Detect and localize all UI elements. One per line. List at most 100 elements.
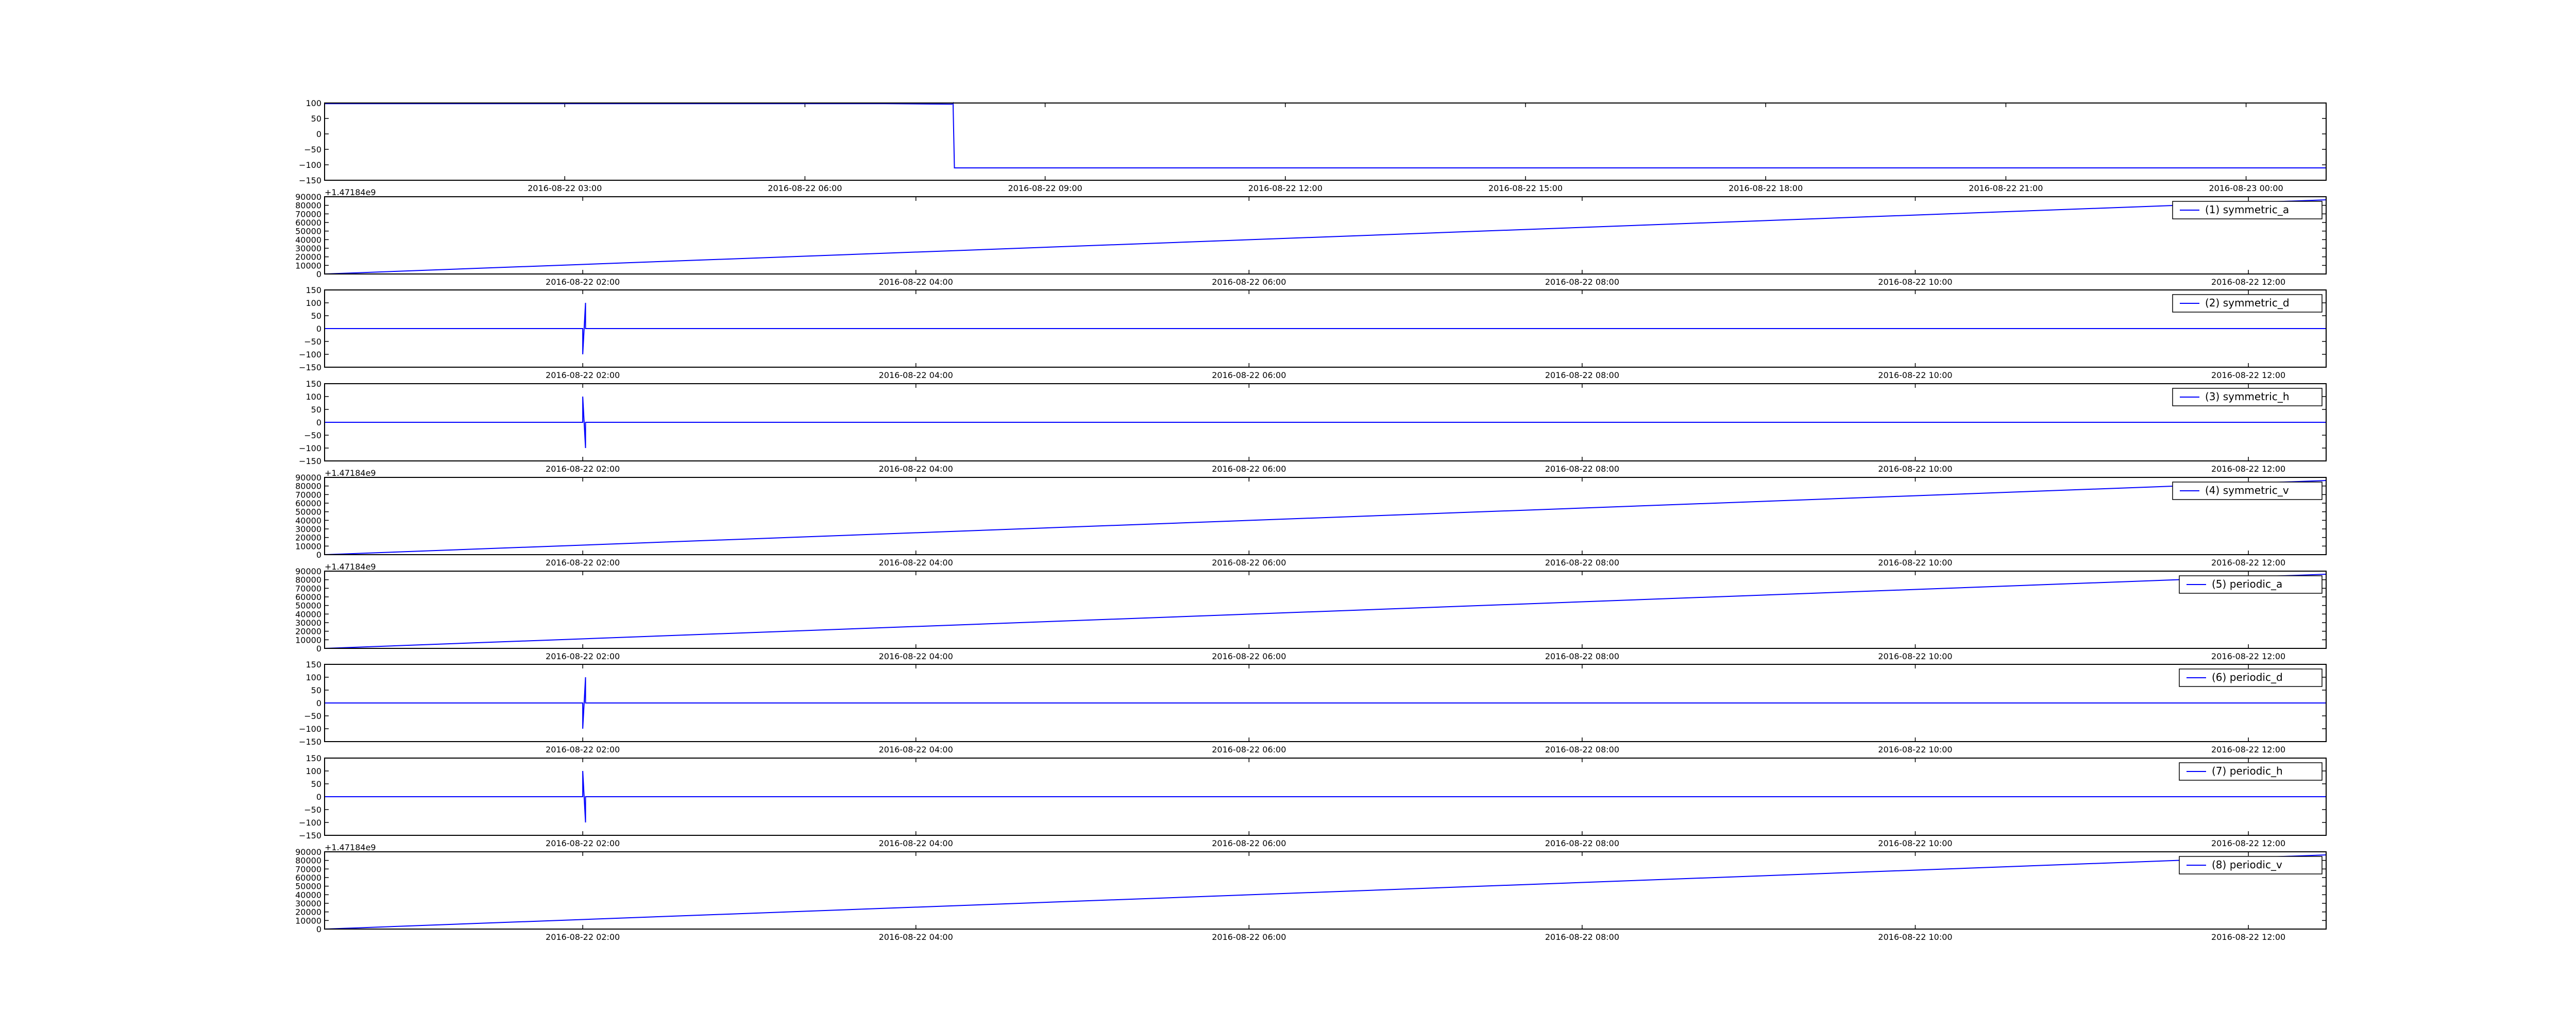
ytick-label: −100 <box>299 443 321 453</box>
legend-box <box>2179 575 2323 594</box>
ytick-label: 100 <box>306 98 321 108</box>
xtick-label: 2016-08-22 12:00 <box>2211 932 2285 942</box>
xtick-label: 2016-08-22 08:00 <box>1545 745 1619 754</box>
xtick-label: 2016-08-22 10:00 <box>1878 464 1952 474</box>
ytick-label: −150 <box>299 831 321 840</box>
ytick-label: 50000 <box>295 882 321 891</box>
xtick-label: 2016-08-22 02:00 <box>546 277 620 287</box>
ytick-label: 70000 <box>295 583 321 593</box>
ytick-label: −150 <box>299 176 321 185</box>
legend-label: (7) periodic_h <box>2212 765 2283 777</box>
subplot-4: 9000080000700006000050000400003000020000… <box>295 468 2327 568</box>
xtick-label: 2016-08-22 02:00 <box>546 932 620 942</box>
ytick-label: −100 <box>299 724 321 734</box>
ytick-label: 60000 <box>295 218 321 228</box>
xtick-label: 2016-08-22 06:00 <box>1212 277 1286 287</box>
xtick-label: 2016-08-22 08:00 <box>1545 651 1619 661</box>
axes-frame <box>324 571 2327 649</box>
legend: (8) periodic_v <box>2179 856 2323 874</box>
ytick-label: −150 <box>299 363 321 372</box>
ytick-label: 50000 <box>295 507 321 517</box>
series-line <box>325 677 2326 729</box>
legend: (1) symmetric_a <box>2172 201 2323 219</box>
ytick-label: 20000 <box>295 252 321 262</box>
ytick-label: 100 <box>306 298 321 308</box>
series-line <box>324 199 2327 274</box>
ytick-label: 40000 <box>295 609 321 619</box>
subplot-1: 9000080000700006000050000400003000020000… <box>295 187 2327 287</box>
axes-frame <box>324 196 2327 274</box>
ytick-label: 90000 <box>295 192 321 202</box>
xtick-label: 2016-08-22 02:00 <box>546 370 620 380</box>
series-line <box>324 480 2327 555</box>
xtick-label: 2016-08-22 06:00 <box>1212 745 1286 754</box>
axes-frame <box>324 664 2327 742</box>
ytick-label: 0 <box>316 924 321 934</box>
ytick-label: 150 <box>306 753 321 763</box>
xtick-label: 2016-08-22 10:00 <box>1878 558 1952 568</box>
xtick-label: 2016-08-22 06:00 <box>768 183 842 193</box>
ytick-label: 60000 <box>295 873 321 883</box>
ytick-label: 80000 <box>295 482 321 491</box>
ytick-label: 90000 <box>295 473 321 483</box>
xtick-label: 2016-08-22 06:00 <box>1212 558 1286 568</box>
ytick-label: 150 <box>306 285 321 295</box>
ytick-label: 50 <box>311 405 321 415</box>
ytick-label: 10000 <box>295 635 321 645</box>
ytick-label: 90000 <box>295 566 321 576</box>
axes-frame <box>324 102 2327 181</box>
xtick-label: 2016-08-22 02:00 <box>546 838 620 848</box>
ytick-label: 30000 <box>295 244 321 253</box>
ytick-label: −50 <box>304 805 321 815</box>
xtick-label: 2016-08-22 08:00 <box>1545 277 1619 287</box>
xtick-label: 2016-08-22 12:00 <box>1248 183 1323 193</box>
ytick-label: 0 <box>316 129 321 139</box>
ytick-label: 70000 <box>295 490 321 500</box>
ytick-label: 0 <box>316 792 321 802</box>
xtick-label: 2016-08-22 12:00 <box>2211 558 2285 568</box>
ytick-label: 80000 <box>295 856 321 866</box>
ytick-label: 80000 <box>295 575 321 585</box>
xtick-label: 2016-08-22 06:00 <box>1212 932 1286 942</box>
ytick-label: 0 <box>316 644 321 654</box>
ytick-label: 0 <box>316 418 321 427</box>
ytick-label: 30000 <box>295 899 321 908</box>
ytick-label: 40000 <box>295 516 321 525</box>
xtick-label: 2016-08-22 04:00 <box>879 651 953 661</box>
legend-label: (1) symmetric_a <box>2205 203 2289 216</box>
ytick-label: −150 <box>299 456 321 466</box>
ytick-label: −150 <box>299 737 321 747</box>
xtick-label: 2016-08-22 04:00 <box>879 558 953 568</box>
xtick-label: 2016-08-22 08:00 <box>1545 932 1619 942</box>
xtick-label: 2016-08-22 08:00 <box>1545 838 1619 848</box>
offset-label: +1.47184e9 <box>325 187 376 197</box>
ytick-label: −50 <box>304 431 321 440</box>
series-line <box>324 574 2327 649</box>
ytick-label: 40000 <box>295 235 321 245</box>
ytick-label: 50 <box>311 685 321 695</box>
series-line <box>324 854 2327 930</box>
xtick-label: 2016-08-22 12:00 <box>2211 370 2285 380</box>
ytick-label: 30000 <box>295 524 321 534</box>
xtick-label: 2016-08-22 04:00 <box>879 370 953 380</box>
ytick-label: 100 <box>306 766 321 776</box>
legend: (5) periodic_a <box>2179 575 2323 594</box>
legend-label: (5) periodic_a <box>2212 578 2282 590</box>
xtick-label: 2016-08-22 10:00 <box>1878 932 1952 942</box>
series-line <box>325 101 2326 168</box>
ytick-label: 0 <box>316 698 321 708</box>
ytick-label: −50 <box>304 711 321 721</box>
ytick-label: 70000 <box>295 209 321 219</box>
ytick-label: 90000 <box>295 847 321 857</box>
ytick-label: 150 <box>306 660 321 670</box>
ytick-label: 20000 <box>295 907 321 917</box>
xtick-label: 2016-08-22 10:00 <box>1878 745 1952 754</box>
offset-label: +1.47184e9 <box>325 843 376 852</box>
xtick-label: 2016-08-22 10:00 <box>1878 370 1952 380</box>
xtick-label: 2016-08-22 06:00 <box>1212 370 1286 380</box>
xtick-label: 2016-08-22 02:00 <box>546 651 620 661</box>
